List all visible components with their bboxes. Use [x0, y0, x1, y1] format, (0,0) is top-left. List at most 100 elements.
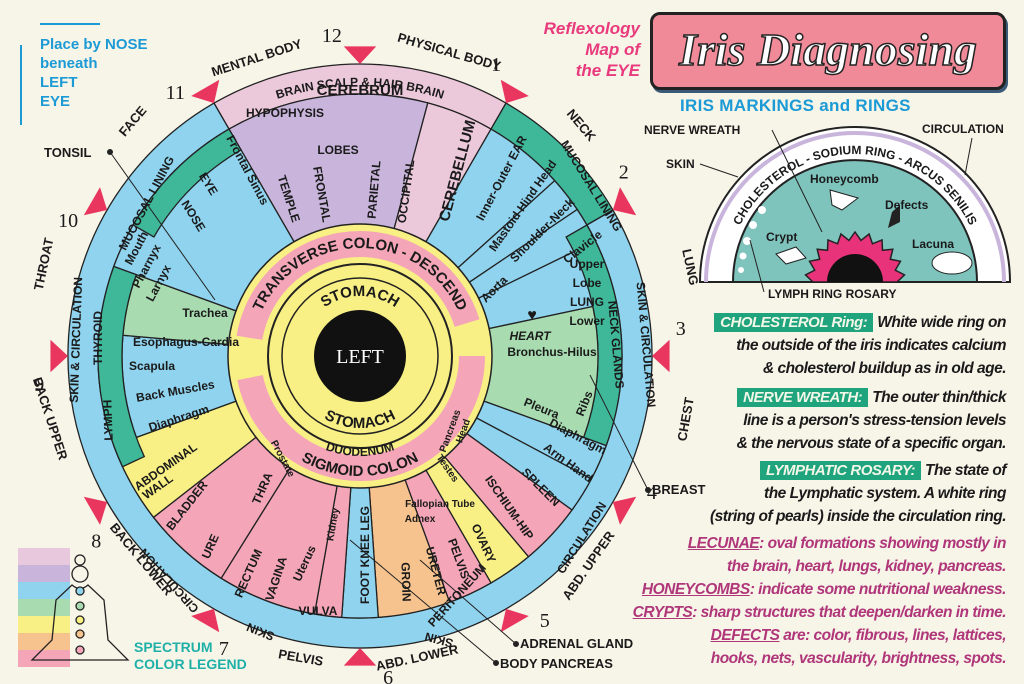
defects-icon [888, 205, 900, 228]
reflexology-line: Map of [585, 40, 640, 59]
legend-color-swatch [18, 565, 70, 582]
instruction-line: EYE [40, 93, 71, 110]
spectrum-color-bars [18, 548, 70, 667]
duodenum-label: DUODENUM [324, 439, 395, 459]
heart-label: HEART [509, 329, 552, 343]
note-term: HONEYCOMBS [641, 581, 750, 598]
wheel-sectors [67, 63, 653, 649]
reflexology-heading: Reflexology Map of the EYE [522, 18, 640, 81]
note-text: are: color, fibrous, lines, lattices, [779, 627, 1006, 644]
lacuna-label: Lacuna [912, 237, 954, 251]
definition-text: & cholesterol buildup as in old age. [763, 360, 1006, 377]
definition-text: & the nervous state of a specific organ. [736, 435, 1007, 452]
clock-marker-icon [50, 339, 68, 373]
wheel-sector [132, 128, 242, 238]
clock-marker-icon [83, 187, 108, 216]
breast-label: BREAST [652, 482, 706, 497]
lymph-ring-rosary-label: LYMPH RING ROSARY [768, 287, 896, 301]
lymph-label: LYMPH [100, 399, 115, 440]
note-term: CRYPTS [632, 604, 693, 621]
note-term: DEFECTS [710, 627, 780, 644]
trachea-label: Trachea [182, 306, 228, 320]
pupil [314, 310, 406, 402]
clock-number: 11 [166, 82, 185, 104]
clock-marker-icon [652, 339, 670, 373]
definition-text: The outer thin/thick [872, 389, 1006, 406]
lung-upper-label: Upper [570, 257, 605, 271]
clock-number: 1 [491, 54, 501, 76]
vulva-label: VULVA [299, 604, 338, 618]
arrow-up-icon [20, 45, 22, 125]
reflexology-line: the EYE [575, 61, 640, 80]
crypt-icon [775, 246, 807, 265]
clock-marker-icon [343, 648, 377, 666]
definition-text: line is a person's stress-tension levels [743, 412, 1006, 429]
clock-number: 4 [647, 482, 657, 504]
ring-definitions: CHOLESTEROL Ring:White wide ring on the … [676, 311, 1007, 528]
clock-number: 7 [219, 638, 229, 660]
throat-label: THROAT [31, 236, 57, 291]
legend-line: COLOR LEGEND [134, 656, 247, 672]
clock-marker-icon [612, 187, 637, 216]
iris-markings-diagram: CHOLESTEROL - SODIUM RING - ARCUS SENILI… [644, 122, 1012, 301]
clock-marker-icon [83, 496, 108, 525]
instruction-line: Place by NOSE [40, 36, 148, 53]
clock-number: 2 [619, 161, 629, 183]
marking-notes: LECUNAE: oval formations showing mostly … [586, 532, 1007, 670]
legend-color-swatch [18, 548, 70, 565]
clock-number: 8 [91, 531, 101, 553]
skin-circulation-left: SKIN & CIRCULATION [67, 277, 85, 403]
svg-text:DUODENUM: DUODENUM [324, 439, 395, 459]
definition-text: the outside of the iris indicates calciu… [736, 337, 1006, 354]
definition-term: CHOLESTEROL Ring: [714, 313, 874, 332]
parietal-label: PARIETAL [365, 160, 384, 219]
lung-label-inner: LUNG [570, 295, 604, 309]
instruction-line: LEFT [40, 74, 78, 91]
foot-knee-leg-label: FOOT KNEE LEG [358, 506, 372, 604]
lung-lobe-label: Lobe [573, 276, 602, 290]
clock-marker-icon [191, 608, 220, 633]
scapula-label: Scapula [129, 359, 175, 373]
clock-number: 3 [676, 318, 686, 340]
clock-number: 10 [58, 210, 78, 232]
lung-label: LUNG [679, 247, 701, 286]
back-upper-label: BACK UPPER [30, 375, 71, 462]
crypt-label: Crypt [766, 230, 797, 244]
adrenal-gland-label: ADRENAL GLAND [520, 636, 633, 651]
arrow-left-icon [40, 23, 100, 25]
reflexology-line: Reflexology [543, 19, 640, 38]
clock-marker-icon [500, 79, 529, 104]
legend-color-swatch [18, 650, 70, 667]
lacuna-icon [931, 251, 973, 275]
pupil-label: LEFT [336, 346, 384, 368]
legend-color-swatch [18, 582, 70, 599]
adnex-label: Adnex [405, 514, 436, 525]
note-text: : sharp structures that deepen/darken in… [692, 604, 1006, 621]
subtitle: IRIS MARKINGS and RINGS [680, 96, 911, 115]
mini-pupil [827, 254, 883, 282]
defects-label: Defects [885, 198, 929, 212]
clock-marker-icon [191, 79, 220, 104]
definition-term: LYMPHATIC ROSARY: [760, 461, 922, 480]
esophagus-label: Esophagus-Cardia [133, 335, 239, 349]
colon-band [235, 231, 485, 481]
definition-text: The state of [925, 462, 1006, 479]
clock-marker-icon [500, 608, 529, 633]
definition-text: (string of pearls) inside the circulatio… [709, 508, 1007, 525]
clock-marker-icon [612, 496, 637, 525]
cerebrum-label: CEREBRUM [317, 82, 404, 99]
legend-color-swatch [18, 616, 70, 633]
definition-text: White wide ring on [877, 314, 1006, 331]
tonsil-label: TONSIL [44, 145, 91, 160]
legend-color-swatch [18, 599, 70, 616]
clock-markers [50, 46, 670, 666]
note-text: hooks, nets, vascularity, brightness, sp… [710, 650, 1007, 667]
groin-label: GROIN [398, 562, 413, 602]
note-term: LECUNAE [687, 535, 760, 552]
note-text: : indicate some nutritional weakness. [749, 581, 1007, 598]
clock-number: 9 [34, 374, 44, 396]
circulation-label: CIRCULATION [922, 122, 1004, 136]
physical-body-label: PHYSICAL BODY [396, 30, 503, 74]
meditating-figure-icon [30, 554, 130, 661]
